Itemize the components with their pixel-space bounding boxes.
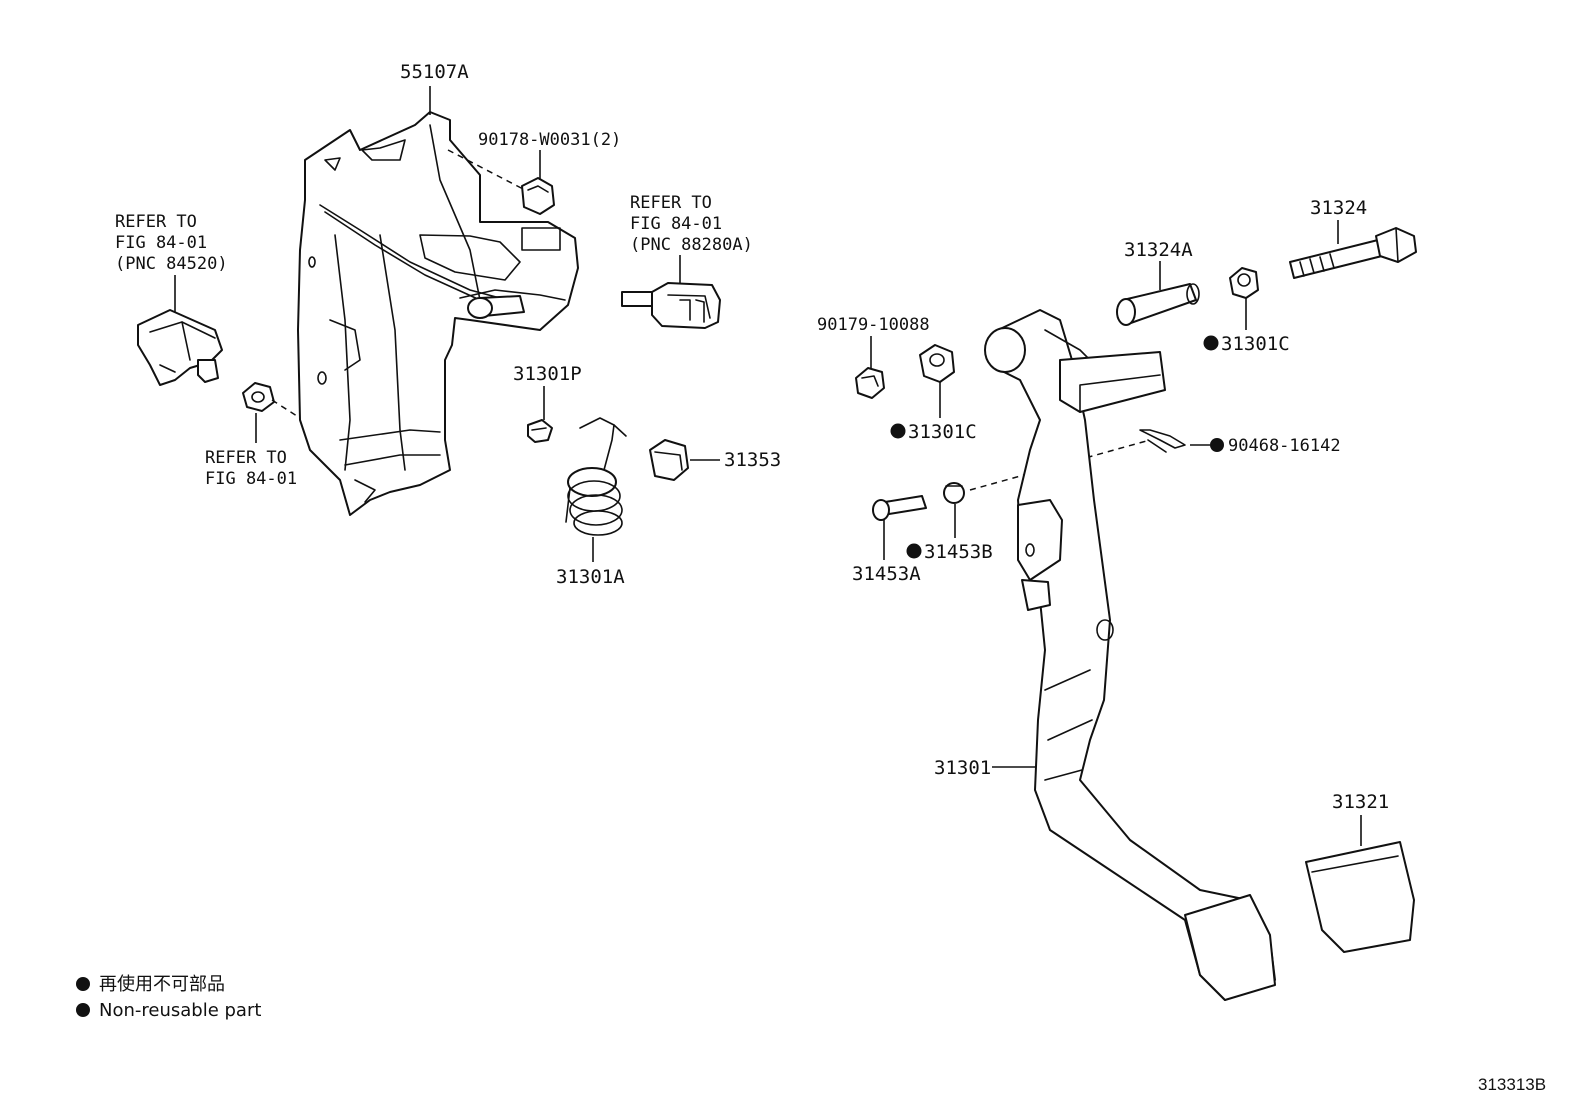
collar-31324A: [1116, 283, 1200, 326]
label-31453A: 31453A: [852, 563, 921, 585]
legend-dot: [76, 977, 90, 991]
clip-90468-16142: [1139, 429, 1186, 453]
stop-lamp-switch: [621, 282, 721, 329]
pedal-sensor: [137, 309, 223, 386]
refer-stop-switch-line1: REFER TO: [630, 193, 712, 213]
label-55107A: 55107A: [400, 61, 469, 83]
label-31301A: 31301A: [556, 566, 625, 588]
legend-dot: [76, 1003, 90, 1017]
figure-code: 313313B: [1478, 1075, 1546, 1094]
non-reusable-mark: [890, 423, 906, 439]
label-31324A: 31324A: [1124, 239, 1193, 261]
refer-nut-line2: FIG 84-01: [205, 469, 297, 489]
clip-31301P: [527, 419, 553, 443]
cushion-31353: [649, 439, 689, 481]
bushing-31301C-left: [919, 344, 955, 383]
legend-jp: 再使用不可部品: [99, 974, 225, 995]
label-90179-10088: 90179-10088: [817, 315, 930, 335]
bushing-31453B: [943, 482, 965, 504]
non-reusable-mark: [906, 543, 922, 559]
nut-90178-W0031: [521, 177, 555, 215]
refer-stop-switch-line3: (PNC 88280A): [630, 235, 753, 255]
hex-nut: [242, 382, 275, 412]
refer-stop-switch-line2: FIG 84-01: [630, 214, 722, 234]
bushing-31301C-right: [1229, 267, 1259, 299]
label-90468-16142: 90468-16142: [1228, 436, 1341, 456]
non-reusable-mark: [1210, 438, 1224, 452]
label-90178-W0031: 90178-W0031(2): [478, 130, 621, 150]
label-31324: 31324: [1310, 197, 1367, 219]
refer-sensor-line2: FIG 84-01: [115, 233, 207, 253]
refer-sensor-line1: REFER TO: [115, 212, 197, 232]
pedal-bracket-55107A: [297, 111, 579, 516]
non-reusable-mark: [1203, 335, 1219, 351]
spring-31301A: [565, 417, 627, 536]
pin-31453A: [872, 495, 927, 521]
label-31321: 31321: [1332, 791, 1389, 813]
pedal-pad-31321: [1305, 841, 1415, 953]
legend: 再使用不可部品 Non-reusable part: [76, 974, 261, 1021]
label-31301P: 31301P: [513, 363, 582, 385]
label-31301C-left: 31301C: [908, 421, 977, 443]
label-31301C-right: 31301C: [1221, 333, 1290, 355]
clutch-pedal-arm-31301: [984, 309, 1276, 1001]
nut-90179-10088: [855, 367, 885, 399]
label-31301: 31301: [934, 757, 991, 779]
legend-en: Non-reusable part: [99, 1000, 261, 1021]
label-31353: 31353: [724, 449, 781, 471]
bolt-31324: [1289, 227, 1417, 279]
refer-sensor-line3: (PNC 84520): [115, 254, 228, 274]
refer-nut-line1: REFER TO: [205, 448, 287, 468]
label-31453B: 31453B: [924, 541, 993, 563]
